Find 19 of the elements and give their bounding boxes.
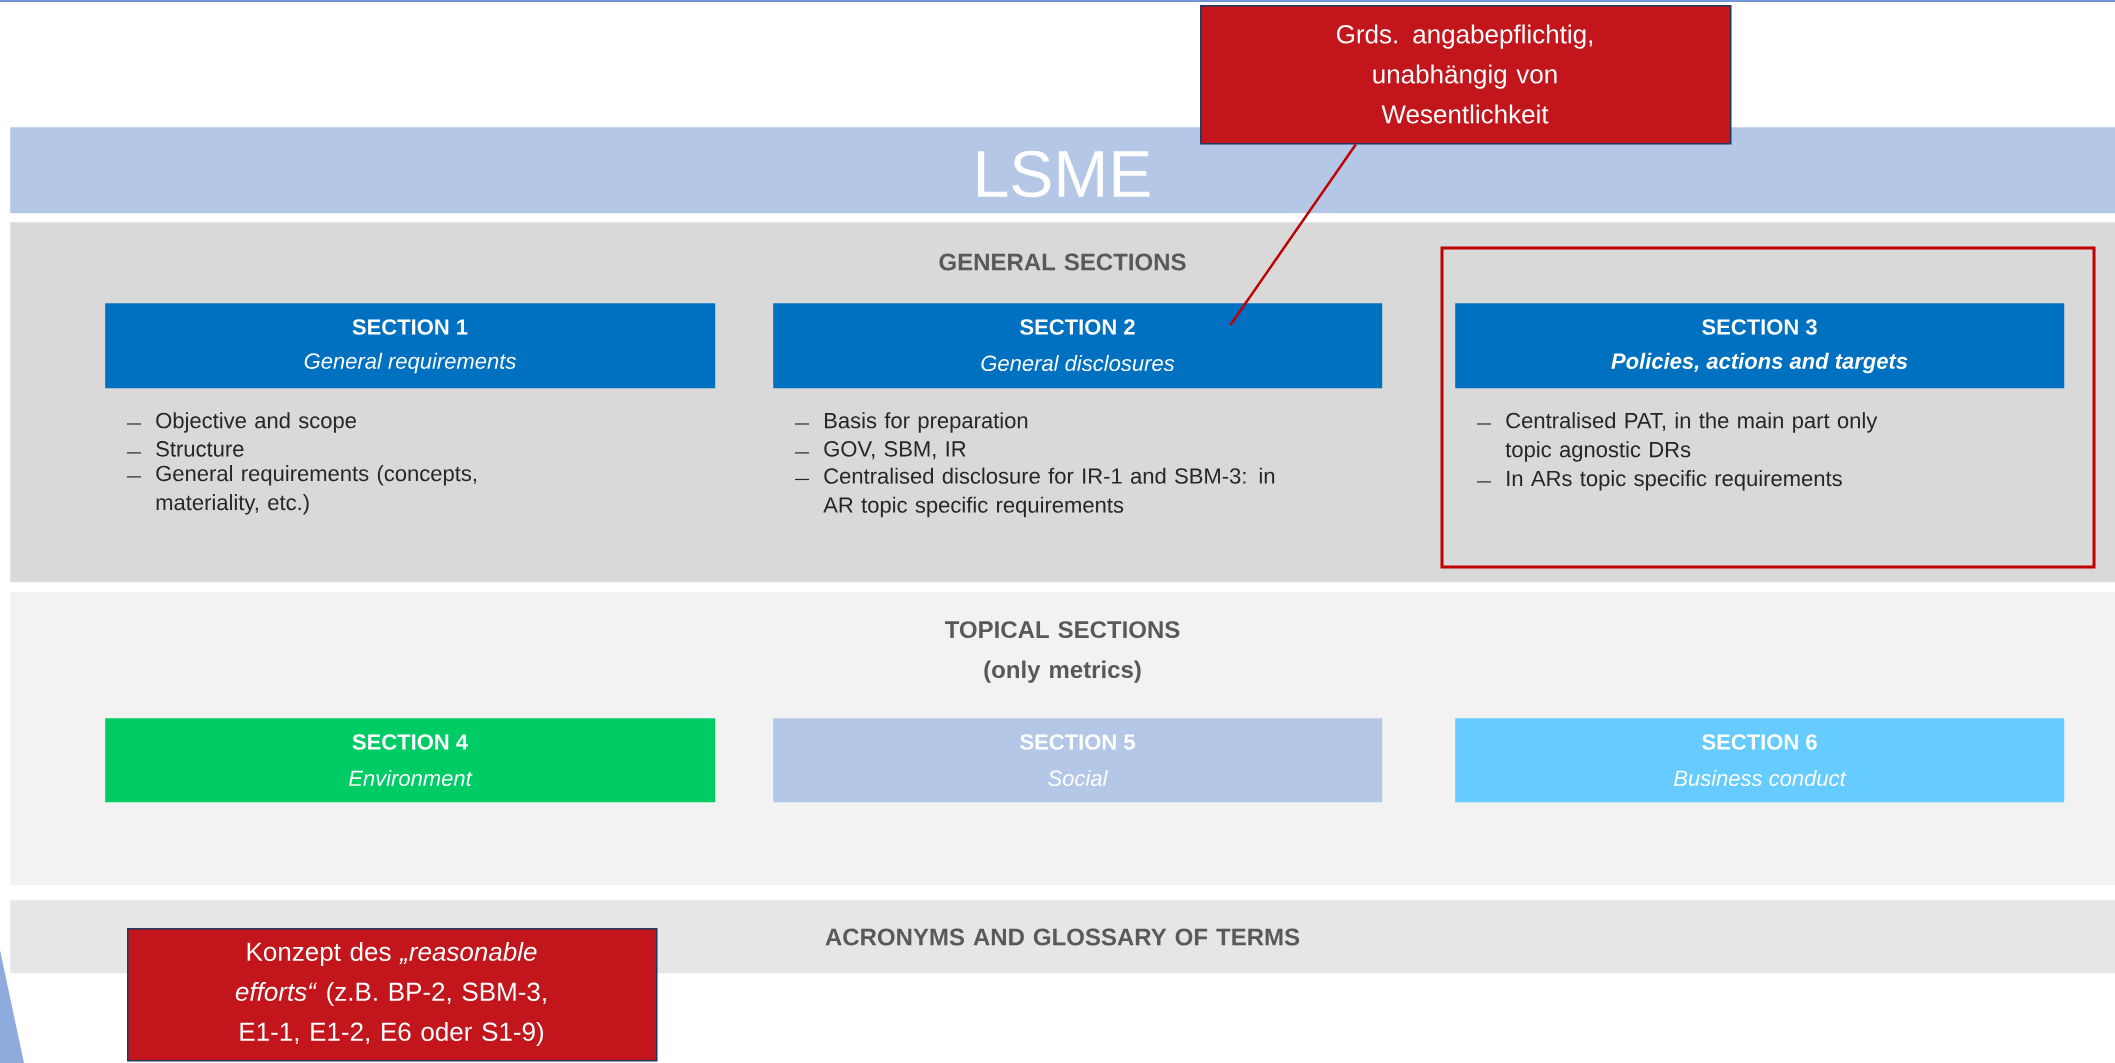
bullet-item: Objective and scope: [126, 412, 356, 433]
callout-box: Konzept des „reasonable efforts“ (z.B. BP-2, SBM-3, E1-1, E1-2, E6 oder S1-9): [127, 928, 658, 1062]
section-box: SECTION 5 Social: [773, 718, 1383, 803]
bullet-item: Centralised disclosure for IR-1 and SBM-3: in AR topic specific requirements: [794, 467, 1275, 518]
title-band: LSME: [10, 127, 2115, 214]
bullet-item: In ARs topic specific requirements: [1476, 470, 1842, 491]
section-box: SECTION 2 General disclosures: [773, 303, 1383, 389]
bullet-item: General requirements (concepts, materiality, etc.): [126, 465, 476, 515]
bullet-item: Structure: [126, 441, 244, 457]
section-box: SECTION 1 General requirements: [105, 303, 716, 389]
section-box: SECTION 3 Policies, actions and targets: [1455, 303, 2065, 389]
leader-line: [1229, 143, 1357, 326]
bullet-item: Centralised PAT, in the main part only topic agnostic DRs: [1476, 412, 1878, 462]
bullet-item: GOV, SBM, IR: [794, 441, 966, 460]
section-box: SECTION 6 Business conduct: [1455, 718, 2065, 803]
callout-box: Grds. angabepflichtig, unabhängig von Wesentlichkeit: [1200, 5, 1732, 145]
section-box: SECTION 4 Environment: [105, 718, 716, 803]
bullet-item: Basis for preparation: [794, 412, 1028, 433]
highlight-frame: [1440, 246, 2096, 569]
